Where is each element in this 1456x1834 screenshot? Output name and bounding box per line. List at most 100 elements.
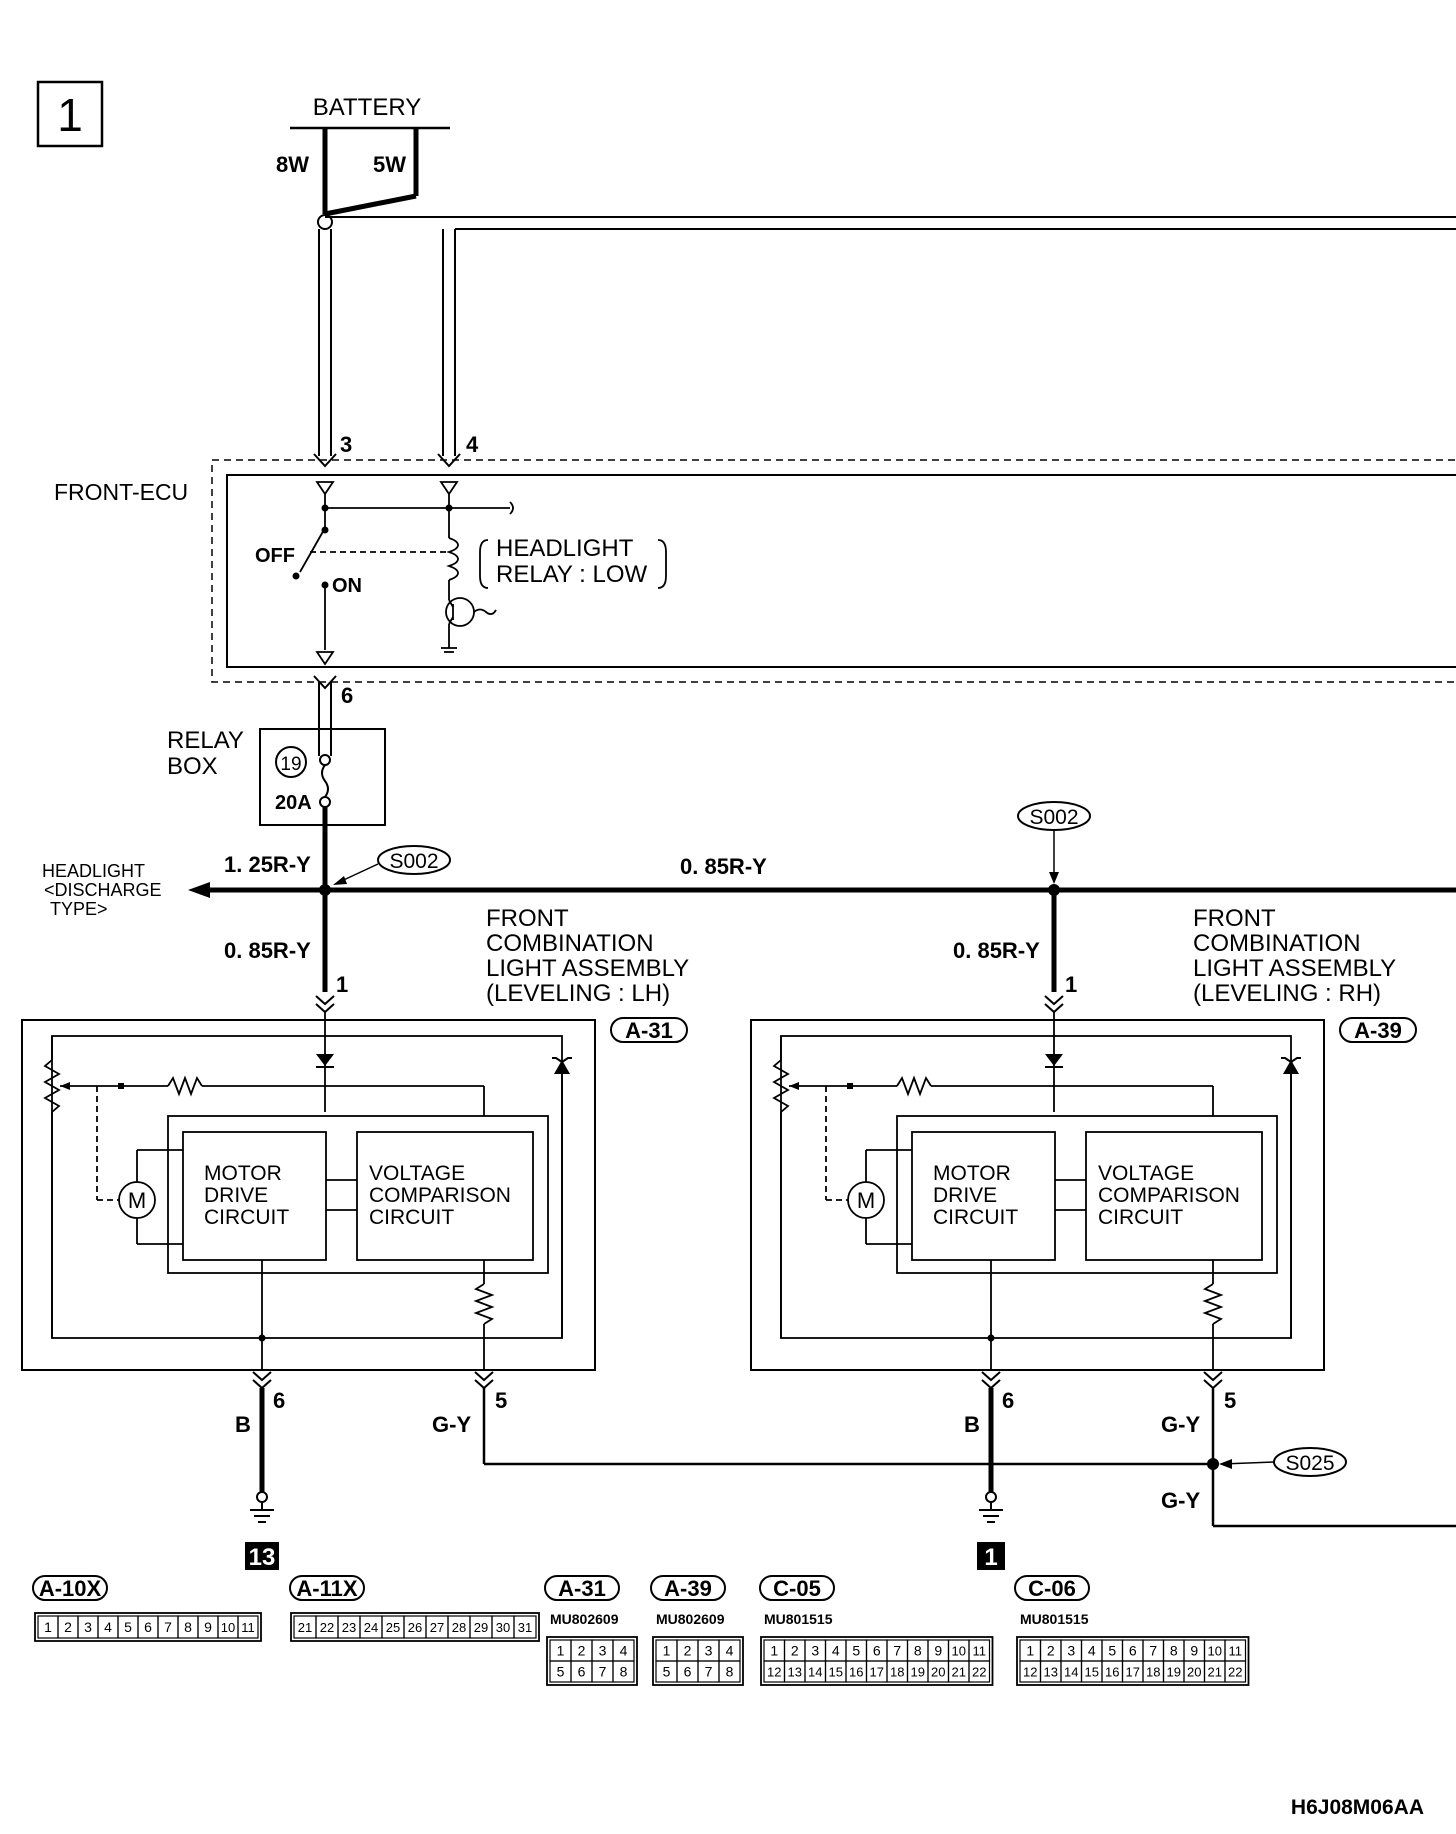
- connector-pin: 7: [705, 1664, 713, 1680]
- connector-pin: 18: [890, 1665, 904, 1680]
- splice-s002-lh: [377, 845, 451, 875]
- ground-ref-rh-box: [977, 1542, 1005, 1570]
- connector-pin: 12: [1023, 1665, 1037, 1680]
- connector-pin: 24: [364, 1620, 378, 1635]
- connector-pin: 2: [791, 1643, 799, 1659]
- connector-pin: 11: [973, 1644, 987, 1659]
- ground-ref-lh-box: [245, 1542, 279, 1570]
- battery-label: BATTERY: [313, 94, 421, 121]
- lh-title-2: COMBINATION: [486, 930, 654, 957]
- connector-id: C-06: [1028, 1576, 1076, 1601]
- connector-pin: 8: [620, 1664, 628, 1680]
- connector-pin: 6: [144, 1619, 152, 1635]
- connector-pin: 2: [684, 1643, 692, 1659]
- connector-pin: 1: [663, 1643, 671, 1659]
- connector-pin: 11: [1229, 1644, 1243, 1659]
- wire-pin3: [318, 229, 332, 456]
- rh-pin-1: 1: [1065, 972, 1077, 997]
- connector-pin: 5: [557, 1664, 565, 1680]
- connector-part-number: MU802609: [656, 1611, 725, 1627]
- battery-junction: [317, 214, 333, 230]
- connector-pin: 3: [705, 1643, 713, 1659]
- connector-id: A-10X: [39, 1576, 102, 1601]
- splice-s002-rh-label: S002: [1029, 806, 1078, 829]
- connector-pin: 26: [408, 1620, 422, 1635]
- connector-pin: 5: [1108, 1643, 1116, 1659]
- connector-pin: 6: [1129, 1643, 1137, 1659]
- splice-s025-label: S025: [1285, 1452, 1334, 1475]
- connector-pin: 17: [1126, 1665, 1140, 1680]
- connector-pin: 20: [931, 1665, 945, 1680]
- rh-motor-2: DRIVE: [933, 1184, 997, 1207]
- headlight-arrow: [188, 882, 210, 898]
- front-ecu-outer: [211, 459, 1456, 683]
- connector-pin: 8: [184, 1619, 192, 1635]
- connector-pin: 21: [952, 1665, 966, 1680]
- ground-ref-rh: 1: [984, 1544, 997, 1571]
- relay-box-label-1: RELAY: [167, 727, 244, 754]
- lh-pin-1: 1: [336, 972, 348, 997]
- connector-pin: 19: [911, 1665, 925, 1680]
- lh-motor-icon: M: [128, 1188, 146, 1213]
- switch-on-label: ON: [332, 575, 362, 597]
- splice-s002-lh-label: S002: [389, 850, 438, 873]
- connector-pin: 10: [221, 1620, 235, 1635]
- headlight-relay-label-1: HEADLIGHT: [496, 535, 634, 562]
- connector-pin: 3: [84, 1619, 92, 1635]
- connector-pin: 31: [518, 1620, 532, 1635]
- rh-title-2: COMBINATION: [1193, 930, 1361, 957]
- fuse-8w-label: 8W: [276, 152, 309, 177]
- lh-title-1: FRONT: [486, 905, 569, 932]
- connector-pin: 8: [914, 1643, 922, 1659]
- connector-pin: 14: [808, 1665, 822, 1680]
- connector-pin: 25: [386, 1620, 400, 1635]
- ground-ref-lh: 13: [249, 1544, 276, 1571]
- connector-part-number: MU801515: [1020, 1611, 1089, 1627]
- front-ecu-inner: [226, 474, 1456, 668]
- connector-pin: 7: [599, 1664, 607, 1680]
- connector-pin: 21: [298, 1620, 312, 1635]
- switch-off-label: OFF: [255, 545, 295, 567]
- connector-pin: 6: [684, 1664, 692, 1680]
- connector-pin: 6: [578, 1664, 586, 1680]
- connector-id: A-31: [558, 1576, 606, 1601]
- lh-compare-3: CIRCUIT: [369, 1206, 454, 1229]
- connector-pin: 1: [1026, 1643, 1034, 1659]
- rh-pin-6: 6: [1002, 1388, 1014, 1413]
- page-number-box: [36, 80, 104, 148]
- rh-compare-2: COMPARISON: [1098, 1184, 1240, 1207]
- lh-pin-6: 6: [273, 1388, 285, 1413]
- ecu-pin-4: 4: [466, 432, 479, 457]
- page-number: 1: [57, 89, 83, 141]
- wire-signal-rh-label: G-Y: [1161, 1412, 1200, 1437]
- lh-motor-2: DRIVE: [204, 1184, 268, 1207]
- front-ecu-label: FRONT-ECU: [54, 479, 188, 505]
- connector-pin: 10: [952, 1644, 966, 1659]
- ecu-pin-6: 6: [341, 683, 353, 708]
- connector-id: C-05: [773, 1576, 821, 1601]
- connector-pin: 12: [767, 1665, 781, 1680]
- connector-pin: 4: [832, 1643, 840, 1659]
- rh-motor-1: MOTOR: [933, 1162, 1011, 1185]
- lh-compare-1: VOLTAGE: [369, 1162, 465, 1185]
- fuse-number: 19: [280, 754, 301, 775]
- lh-compare-2: COMPARISON: [369, 1184, 511, 1207]
- connector-pin: 7: [893, 1643, 901, 1659]
- wire-lh-drop-label: 0. 85R-Y: [224, 938, 311, 963]
- figure-code: H6J08M06AA: [1291, 1796, 1424, 1819]
- wire-main-out-label: 1. 25R-Y: [224, 852, 311, 877]
- connector-pin: 9: [204, 1619, 212, 1635]
- wire-ground-lh-label: B: [235, 1412, 251, 1437]
- rh-compare-3: CIRCUIT: [1098, 1206, 1183, 1229]
- connector-pin: 6: [873, 1643, 881, 1659]
- connector-pin: 19: [1167, 1665, 1181, 1680]
- connector-id: A-39: [664, 1576, 712, 1601]
- lh-motor-3: CIRCUIT: [204, 1206, 289, 1229]
- connector-pin: 3: [599, 1643, 607, 1659]
- connector-pin: 2: [1047, 1643, 1055, 1659]
